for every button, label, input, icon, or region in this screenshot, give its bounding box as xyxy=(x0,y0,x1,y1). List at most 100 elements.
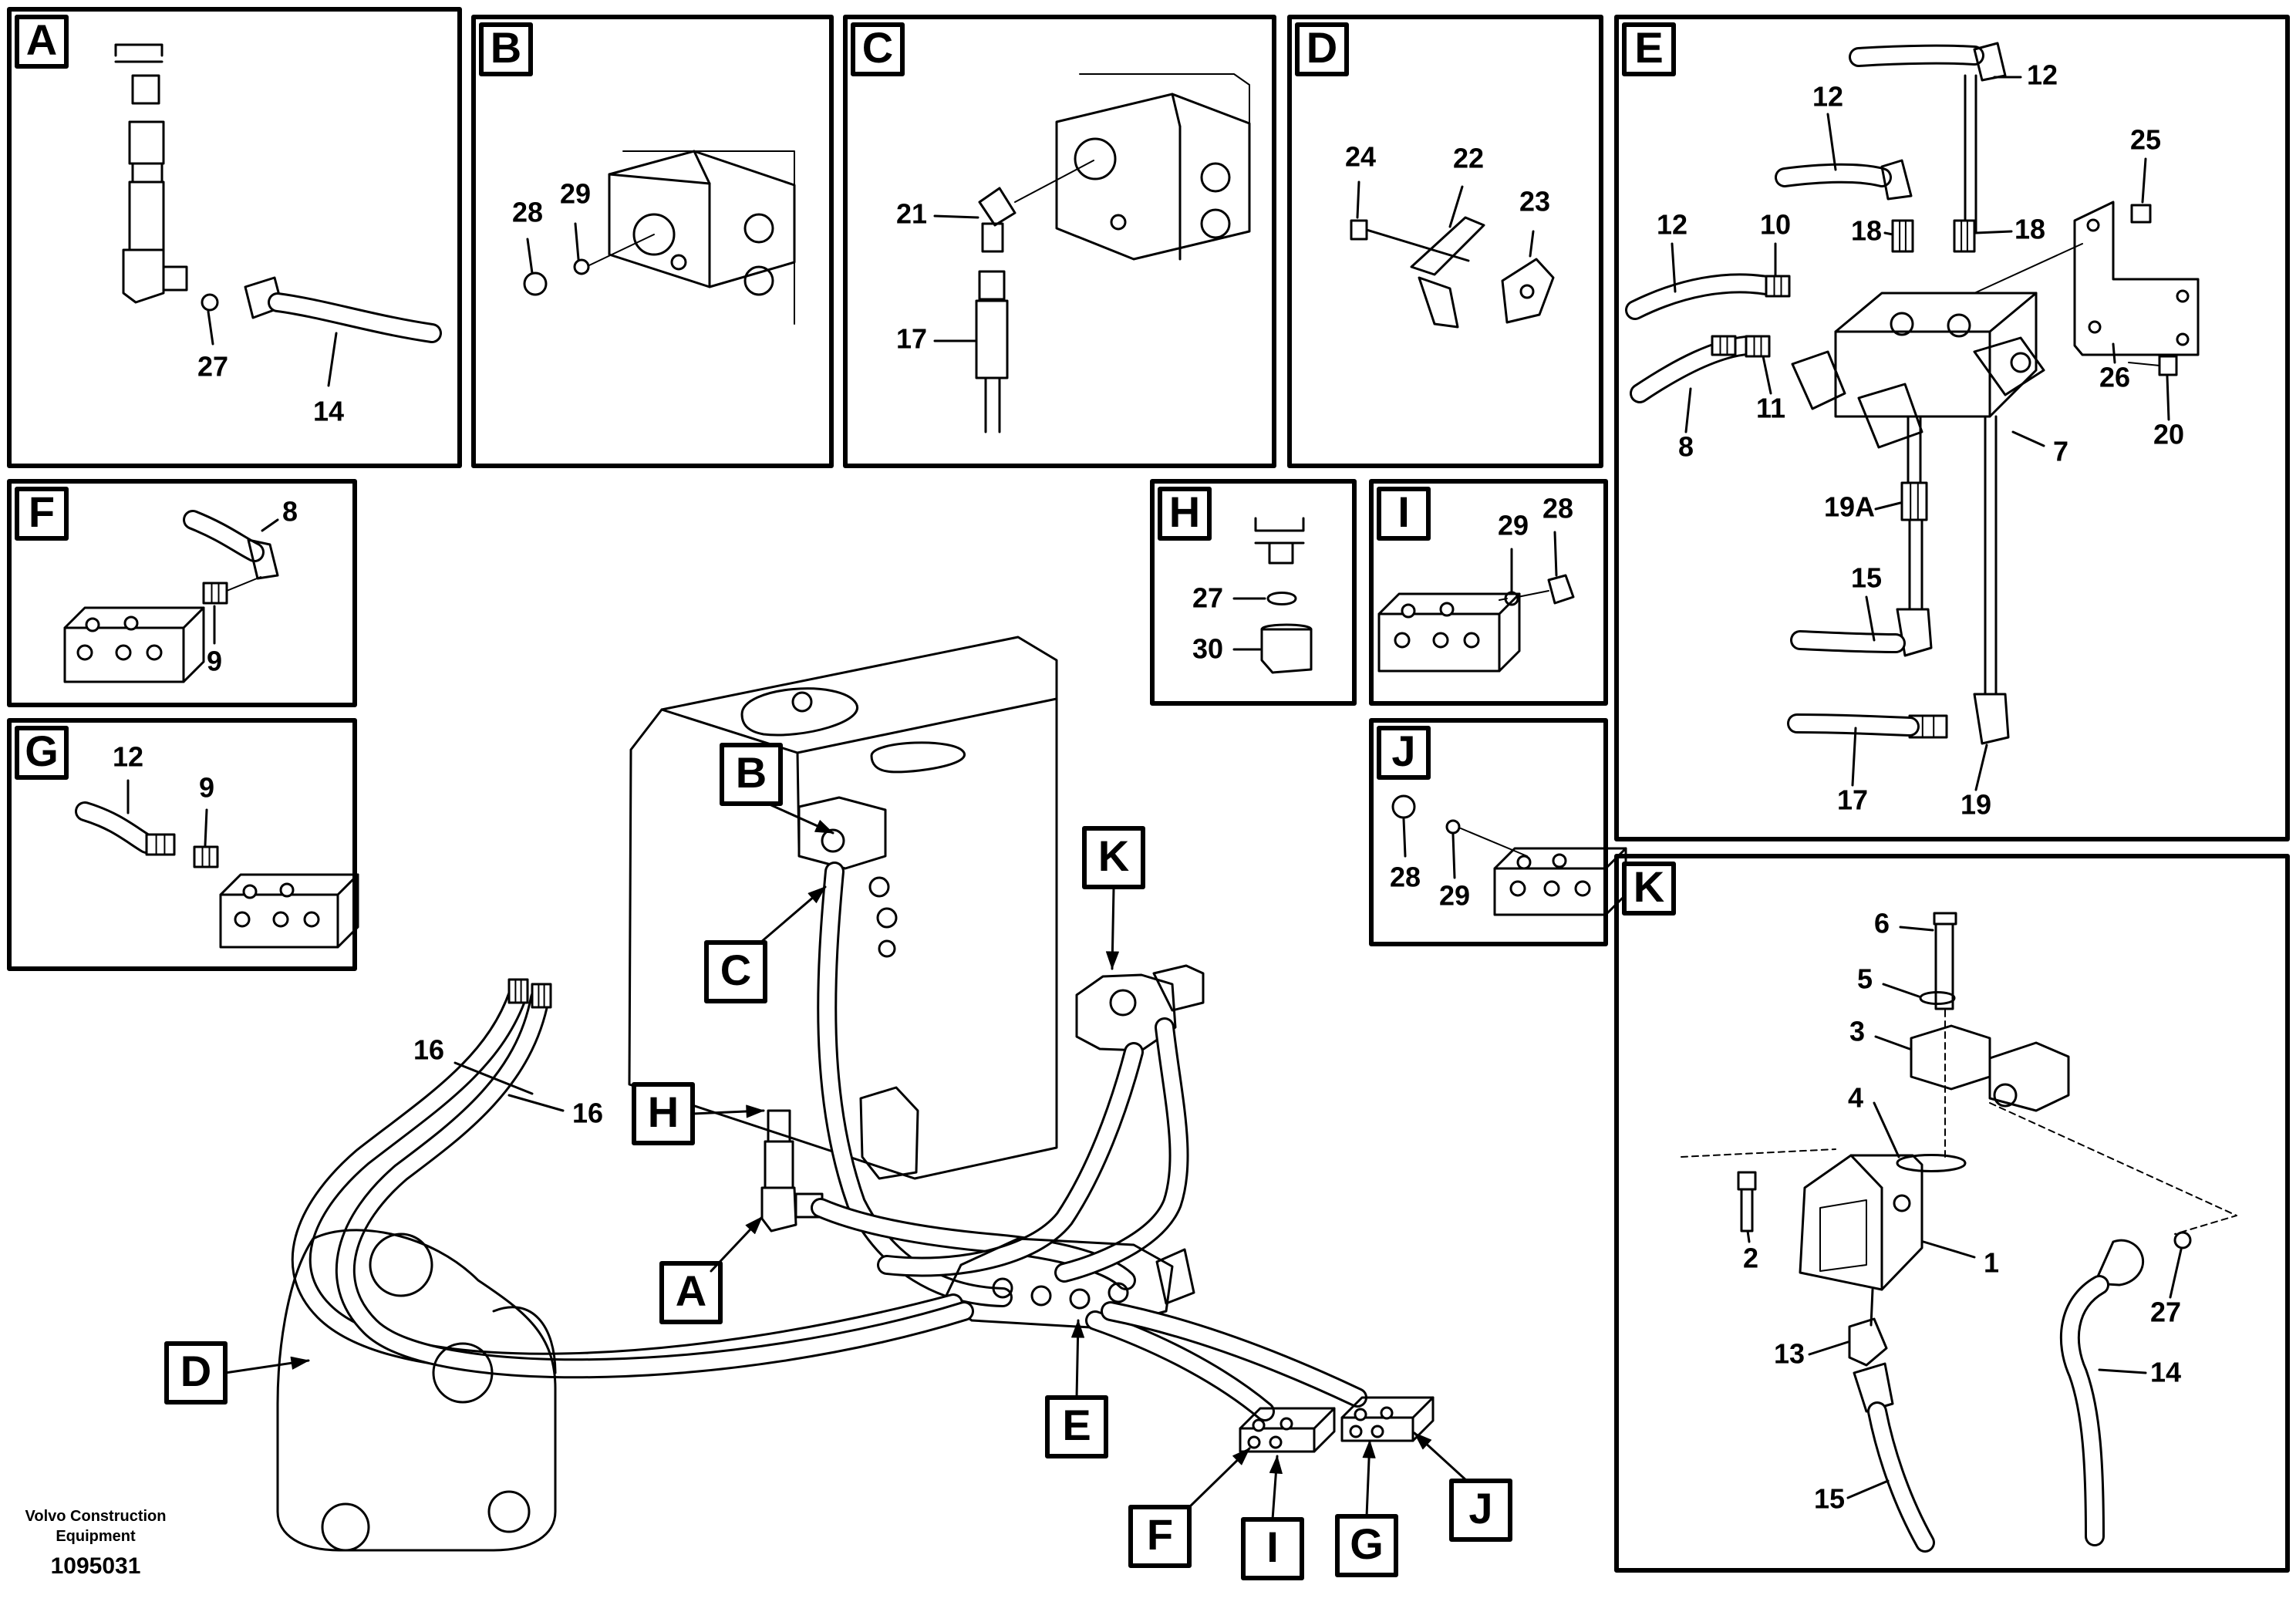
panel-frame xyxy=(7,718,357,971)
elbow-21-body xyxy=(981,222,1004,253)
hose-k-right-inner xyxy=(1057,1020,1187,1280)
leader-line xyxy=(1846,1479,1890,1499)
hose-12-mid-inner xyxy=(1777,165,1890,185)
leader-line xyxy=(1922,1240,1976,1259)
callout-c: C xyxy=(704,940,767,1003)
label-16: 16 xyxy=(572,1098,603,1129)
label-16: 16 xyxy=(413,1034,444,1066)
label-28: 28 xyxy=(1390,862,1421,893)
washer-5 xyxy=(1919,991,1956,1005)
dashed-line xyxy=(1989,1102,2237,1235)
port-hole xyxy=(123,615,139,631)
fitting-18-right xyxy=(1953,219,1976,253)
callout-box xyxy=(1377,487,1431,541)
boss xyxy=(1200,162,1231,193)
leader-line xyxy=(1899,926,1934,932)
callout-letter: C xyxy=(862,23,893,72)
leader-line xyxy=(933,214,979,219)
panel-frame xyxy=(1614,854,2290,1573)
bolt-shank-6 xyxy=(1934,922,1954,1010)
hose-17-end xyxy=(975,299,1009,379)
label-28: 28 xyxy=(1542,493,1573,524)
callout-letter: B xyxy=(736,748,767,797)
valve-block xyxy=(797,796,887,870)
boom-pin-hole xyxy=(432,1342,494,1404)
leader-line xyxy=(1529,230,1535,258)
port-hole xyxy=(1349,1425,1363,1438)
label-18: 18 xyxy=(2014,214,2045,245)
callout-box xyxy=(479,22,533,76)
callout-box xyxy=(15,15,69,69)
callout-i: I xyxy=(1241,1517,1304,1580)
block-outline xyxy=(1239,1407,1336,1453)
leader-line xyxy=(1451,833,1456,879)
leader-line xyxy=(1873,1101,1900,1158)
callout-box xyxy=(15,487,69,541)
leader-line xyxy=(693,150,711,185)
port-hole xyxy=(234,911,251,928)
pipe-section xyxy=(128,180,165,251)
callout-box xyxy=(720,743,783,806)
port-hole xyxy=(279,882,295,898)
port-hole xyxy=(242,884,258,899)
cap-30-top xyxy=(1260,623,1313,631)
block-outline xyxy=(63,606,205,683)
leader-line xyxy=(1171,93,1182,128)
leader-line xyxy=(1746,1229,1751,1243)
callout-box xyxy=(659,1261,723,1324)
hole xyxy=(2086,218,2100,232)
port-hole xyxy=(1552,853,1567,868)
callout-letter: J xyxy=(1468,1484,1492,1533)
arrow-head xyxy=(807,886,826,903)
label-13: 13 xyxy=(1774,1338,1805,1370)
tank-edge xyxy=(622,150,795,325)
boom-pin-hole xyxy=(487,1490,531,1533)
clamp-22 xyxy=(1418,276,1459,329)
callout-letter: E xyxy=(1062,1401,1091,1449)
label-15: 15 xyxy=(1851,562,1882,594)
callout-letter: F xyxy=(29,487,55,536)
panel-frame xyxy=(843,15,1276,468)
label-12: 12 xyxy=(1812,81,1843,113)
port-hole xyxy=(1401,603,1416,619)
panel-letter: F xyxy=(15,487,69,541)
fitting-stub xyxy=(1268,541,1294,565)
panel-frame xyxy=(1287,15,1603,468)
callout-box xyxy=(1377,726,1431,780)
elbow-fitting xyxy=(1880,159,1913,201)
tank-boss xyxy=(791,691,813,713)
hose-to-j-inner xyxy=(1103,1303,1365,1405)
port xyxy=(1947,313,1971,338)
leader-line xyxy=(1874,1035,1911,1050)
connector-block-j xyxy=(1340,1396,1435,1442)
label-29: 29 xyxy=(1439,880,1470,912)
label-27: 27 xyxy=(197,351,228,383)
tank-edge xyxy=(1079,73,1250,232)
label-12: 12 xyxy=(113,741,143,773)
leader-line xyxy=(1865,595,1876,642)
port-hole xyxy=(1432,632,1449,649)
label-30: 30 xyxy=(1192,633,1223,665)
boom-pin-hole xyxy=(321,1502,370,1552)
label-12: 12 xyxy=(2027,59,2058,91)
callout-letter: A xyxy=(676,1266,706,1315)
callout-e: E xyxy=(1045,1395,1108,1458)
bracket-26 xyxy=(2073,201,2200,356)
callout-letter: I xyxy=(1266,1523,1279,1571)
boss xyxy=(878,939,896,958)
label-20: 20 xyxy=(2153,419,2184,450)
port-hole xyxy=(1463,632,1480,649)
fitting-9 xyxy=(193,845,219,868)
label-19: 19 xyxy=(1961,789,1991,821)
label-12: 12 xyxy=(1657,209,1687,241)
block-outline xyxy=(1377,592,1521,673)
bolt-24-head xyxy=(1350,219,1368,241)
leader-line xyxy=(327,332,338,387)
hose-nut xyxy=(1853,1362,1894,1413)
